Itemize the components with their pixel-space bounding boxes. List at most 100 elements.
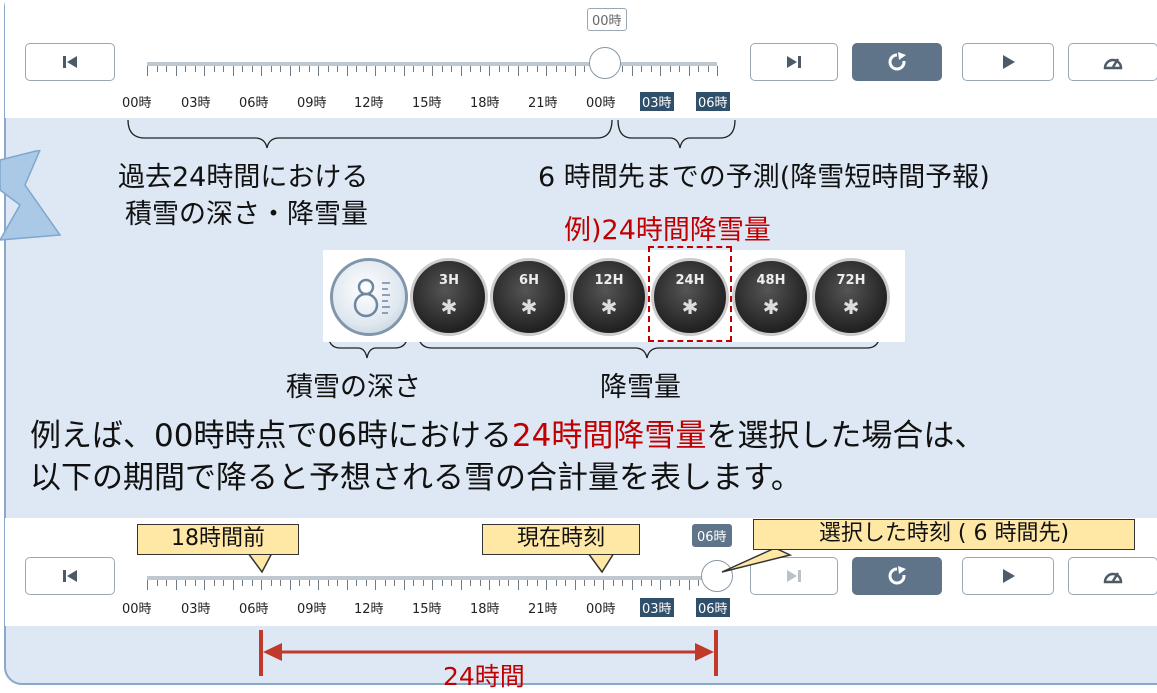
step-forward-button-bottom[interactable]: [750, 557, 838, 595]
tick-label: 03時: [640, 92, 674, 111]
snowfall-12h-icon[interactable]: 12H✱: [570, 258, 648, 336]
snowfall-48h-icon[interactable]: 48H✱: [732, 258, 810, 336]
tick-label: 12時: [354, 602, 384, 617]
tick-label: 03時: [640, 598, 674, 617]
tick-mark: [413, 580, 414, 586]
tick-mark: [356, 66, 357, 72]
snowfall-24h-icon[interactable]: 24H✱: [651, 258, 729, 336]
tick-label: 21時: [528, 96, 558, 111]
tick-mark: [318, 66, 319, 76]
forecast-label: 6 時間先までの予測(降雪短時間予報): [538, 162, 990, 193]
callout-current-time: 現在時刻: [482, 524, 640, 555]
tick-mark: [622, 66, 623, 72]
time-slider-knob[interactable]: [589, 47, 621, 79]
tick-mark: [517, 580, 519, 590]
tick-label: 15時: [412, 96, 442, 111]
tick-mark: [156, 66, 158, 72]
skip-end-icon: [787, 570, 801, 582]
tick-mark: [280, 66, 281, 72]
tick-mark: [384, 66, 386, 72]
tick-mark: [156, 580, 158, 586]
tick-mark: [641, 580, 642, 586]
tick-mark: [489, 66, 490, 76]
tick-mark: [679, 66, 680, 72]
tick-label: 06時: [239, 96, 269, 111]
tick-mark: [261, 66, 262, 76]
tick-label: 12時: [354, 96, 384, 111]
tick-mark: [641, 66, 642, 72]
callout-18h-before: 18時間前: [137, 524, 299, 555]
selected-icon-highlight: [648, 246, 732, 342]
skip-start-icon: [63, 56, 77, 68]
tick-label: 00時: [122, 602, 152, 617]
play-button[interactable]: [962, 43, 1054, 81]
callout-selected-time: 選択した時刻 ( 6 時間先): [753, 519, 1135, 550]
tick-mark: [441, 66, 443, 72]
tick-mark: [270, 580, 272, 586]
play-button-bottom[interactable]: [962, 557, 1054, 595]
tick-mark: [451, 66, 452, 72]
tick-mark: [289, 66, 291, 76]
skip-end-icon: [787, 56, 801, 68]
tick-mark: [251, 580, 253, 586]
tick-mark: [394, 580, 395, 586]
reload-button-bottom[interactable]: [852, 557, 942, 595]
tick-mark: [441, 580, 443, 586]
speed-button-bottom[interactable]: [1068, 557, 1157, 595]
tick-label: 03時: [181, 602, 211, 617]
tick-mark: [669, 66, 671, 72]
tick-label: 00時: [122, 96, 152, 111]
tick-label: 09時: [297, 96, 327, 111]
tick-mark: [261, 580, 262, 590]
time-slider-knob-bottom[interactable]: [701, 560, 733, 592]
tick-mark: [242, 580, 243, 586]
tick-mark: [584, 580, 585, 586]
time-track-bottom[interactable]: [147, 576, 717, 580]
past-label-line2: 積雪の深さ・降雪量: [125, 199, 368, 230]
tick-mark: [460, 66, 462, 76]
tick-mark: [527, 66, 528, 72]
tick-mark: [175, 580, 177, 590]
tick-mark: [432, 580, 433, 590]
tick-mark: [365, 66, 367, 72]
snow-depth-icon[interactable]: [330, 258, 408, 336]
snowfall-6h-icon[interactable]: 6H✱: [490, 258, 568, 336]
snow-depth-label: 積雪の深さ: [286, 372, 421, 403]
tick-label: 15時: [412, 602, 442, 617]
tick-mark: [470, 580, 471, 586]
tick-mark: [327, 580, 329, 586]
tick-mark: [327, 66, 329, 72]
speedometer-icon: [1103, 572, 1123, 584]
tick-mark: [574, 580, 576, 590]
step-back-button[interactable]: [25, 43, 115, 81]
tick-mark: [308, 66, 310, 72]
tick-mark: [289, 580, 291, 590]
tick-mark: [375, 580, 376, 590]
tick-mark: [498, 66, 500, 72]
tick-mark: [299, 66, 300, 72]
tick-mark: [688, 66, 690, 76]
tick-mark: [232, 66, 234, 76]
snowfall-3h-icon[interactable]: 3H✱: [410, 258, 488, 336]
tick-mark: [555, 580, 557, 586]
tick-label: 03時: [181, 96, 211, 111]
tick-mark: [508, 66, 509, 72]
tick-mark: [622, 580, 623, 586]
past-label-line1: 過去24時間における: [118, 162, 369, 193]
description-line2: 以下の期間で降ると予想される雪の合計量を表します。: [30, 460, 802, 496]
description-line1: 例えば、00時時点で06時における24時間降雪量を選択した場合は、: [30, 418, 986, 454]
step-back-button-bottom[interactable]: [25, 557, 115, 595]
tick-mark: [337, 66, 338, 72]
step-forward-button[interactable]: [750, 43, 838, 81]
current-time-tag: 00時: [587, 8, 627, 31]
tick-mark: [707, 66, 709, 72]
snowfall-72h-icon[interactable]: 72H✱: [812, 258, 890, 336]
tick-mark: [384, 580, 386, 586]
tick-mark: [660, 66, 661, 76]
time-track[interactable]: [147, 62, 717, 66]
tick-mark: [213, 66, 215, 72]
reload-button[interactable]: [852, 43, 942, 81]
speed-button[interactable]: [1068, 43, 1157, 81]
tick-mark: [717, 66, 718, 76]
